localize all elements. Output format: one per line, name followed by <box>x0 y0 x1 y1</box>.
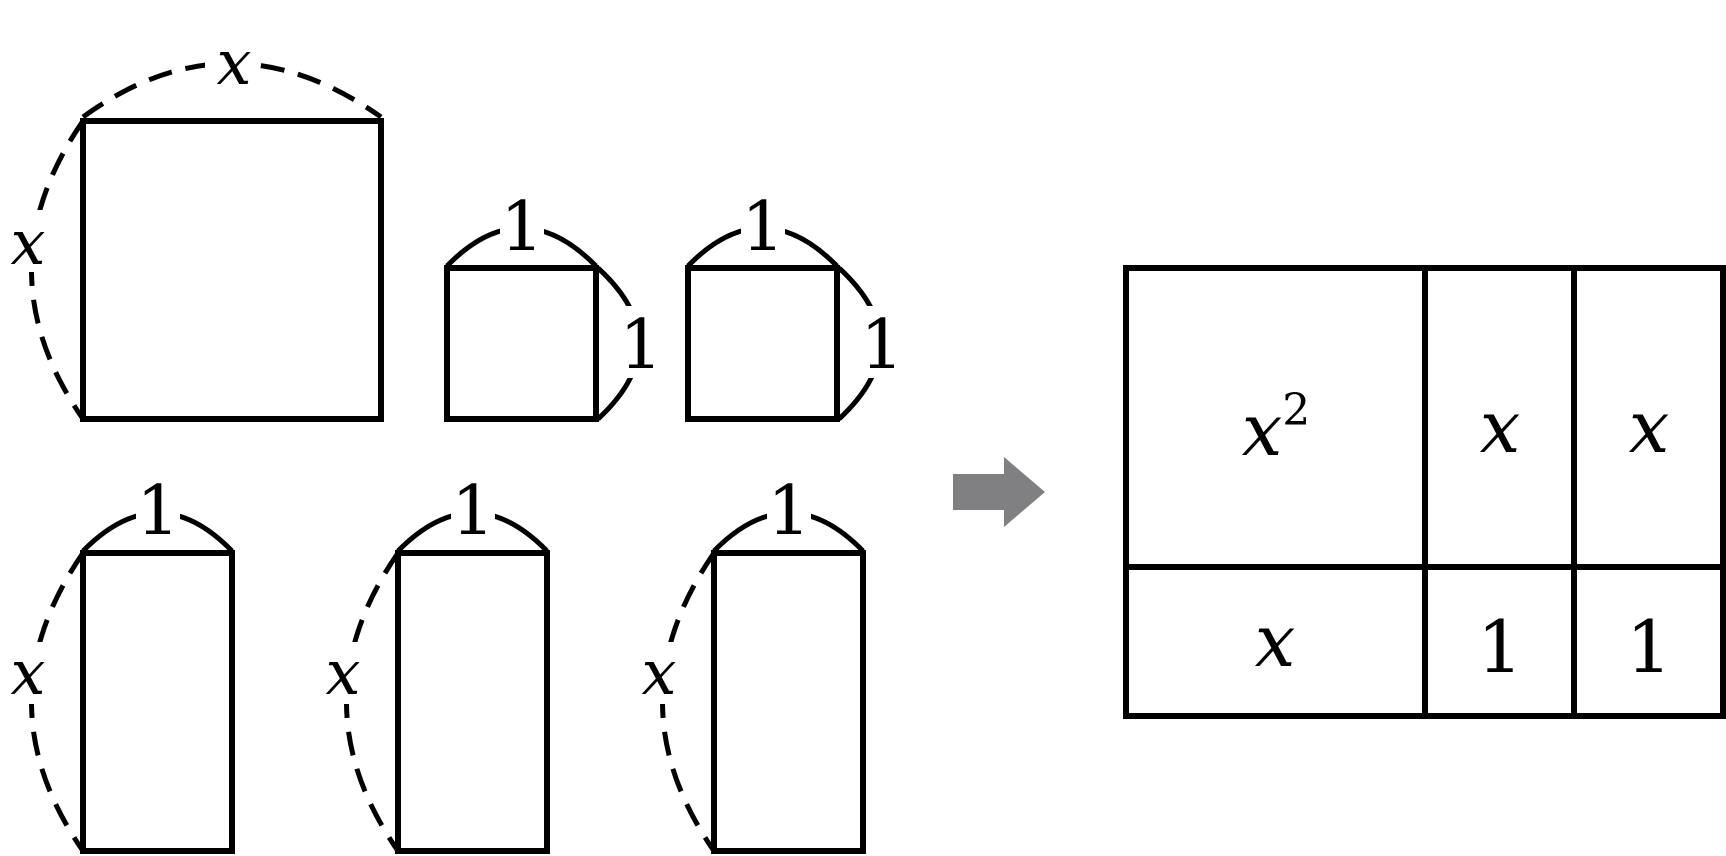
big-square-top-label-mask <box>205 36 257 94</box>
rectangle-top-label: 1 <box>451 472 494 551</box>
big-square-tile: x x <box>2 26 384 422</box>
big-square-outline <box>80 118 384 422</box>
cell-top-right-x: x <box>1629 385 1670 469</box>
cell-x-squared: x2 <box>1242 385 1311 472</box>
cell-bottom-left-x: x <box>1255 599 1296 683</box>
rectangle-top-label: 1 <box>767 472 810 551</box>
unit-square-side-label: 1 <box>619 306 662 385</box>
unit-square-top-label-mask <box>741 188 785 254</box>
combined-rectangle: x2 x x x 1 1 <box>1123 265 1726 719</box>
big-square-side-label: x <box>11 206 46 279</box>
rectangle-side-label-mask <box>317 642 369 704</box>
unit-square-side-label-mask <box>618 306 662 378</box>
rectangle-side-label: x <box>11 636 46 709</box>
rectangle-side-label-mask <box>2 642 54 704</box>
rectangle-tile: 1 x <box>317 470 550 854</box>
unit-square-top-label: 1 <box>500 188 543 267</box>
unit-square-outline <box>444 265 599 422</box>
rectangle-top-label-mask <box>451 470 495 538</box>
cell-top-mid-x: x <box>1480 385 1521 469</box>
cell-bottom-mid-1: 1 <box>1477 605 1523 689</box>
right-arrow-icon <box>953 457 1045 527</box>
unit-square-tile: 1 1 <box>685 188 904 422</box>
unit-square-top-label-mask <box>500 188 544 254</box>
rectangle-outline <box>395 550 550 854</box>
cell-x-squared-exponent: 2 <box>1282 385 1310 436</box>
unit-square-top-label: 1 <box>741 188 784 267</box>
cell-bottom-right-1: 1 <box>1626 605 1672 689</box>
rectangle-side-label: x <box>326 636 361 709</box>
rectangle-top-label-mask <box>767 470 811 538</box>
rectangle-tile: 1 x <box>633 470 866 854</box>
big-square-side-label-mask <box>2 210 54 272</box>
unit-square-tile: 1 1 <box>444 188 663 422</box>
rectangle-side-label-mask <box>633 642 685 704</box>
big-square-top-label: x <box>217 26 252 99</box>
unit-square-side-label: 1 <box>860 306 903 385</box>
rectangle-outline <box>80 550 235 854</box>
rectangle-outline <box>711 550 866 854</box>
unit-square-outline <box>685 265 840 422</box>
rectangle-side-label: x <box>642 636 677 709</box>
cell-x-squared-base: x <box>1242 388 1283 472</box>
rectangle-top-label: 1 <box>136 472 179 551</box>
rectangle-top-label-mask <box>136 470 180 538</box>
rectangle-tile: 1 x <box>2 470 235 854</box>
unit-square-side-label-mask <box>859 306 903 378</box>
